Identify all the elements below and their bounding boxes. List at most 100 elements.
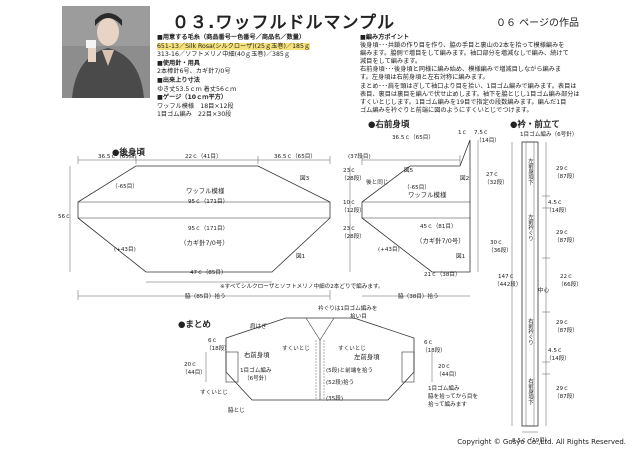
rf-h2-rows: （12段） [341,208,365,214]
points-line: すくいとじします。1目ゴム編みを19目で指定の段数編みます。編んだ1目 [360,98,567,106]
points-line: 編みます。脇側で増目をして編みます。袖口部分を増減なしで編み、続けて [360,50,569,58]
back-dec-left: （-65目） [112,184,138,190]
rf-shoulder: 後と同じ [366,180,389,186]
rf-cast-on: 脇（38目）拾う [398,294,439,300]
yarn-line-1: 651-13／Silk Rosa(シルクローザ)(25ｇ玉巻)／185ｇ [157,42,311,50]
size-heading: ■出来上り寸法 [157,76,200,84]
band-label-3: 右前衿ぐり [527,318,533,345]
back-title: ●後身頃 [112,148,145,158]
summary-left-front: 左前身頃 [354,353,380,361]
rf-side-rows: （36段） [488,248,512,254]
rf-decrease: （-65目） [404,185,430,191]
rf-dim-top: 36.5ｃ（65目） [392,135,434,141]
points-line: 表目、裏目は裏目を編んで伏せ止めします。袖下を脇とじし1目ゴム編み部分は [360,90,580,98]
needle-line: 2本棒針6号、カギ針7/0号 [157,68,231,76]
gauge-line-2: 1目ゴム編み 22目×30段 [157,111,232,119]
summary-rib-1-needle: （6号針） [244,376,270,382]
summary-pick-2: (35段) [326,396,344,402]
rf-h1-rows: （28段） [341,176,365,182]
summary-sleeve-right-rows: （18段） [422,348,446,354]
right-front-title: ●右前身頃 [368,120,410,130]
back-needle: （カギ針7/0号） [180,239,229,247]
summary-title: ●まとめ [178,320,211,330]
rf-fig2: 図2 [460,176,470,182]
back-dim-bottom: 47ｃ（85目） [190,270,227,276]
needle-heading: ■使用針・用具 [157,59,200,67]
band-center: 中心 [538,288,550,294]
band-a4-rows: （87段） [554,394,578,400]
gauge-line-1: ワッフル模様 18目×12段 [157,102,234,110]
rf-fig1: 図1 [456,254,466,260]
rf-h2: 10ｃ [343,200,356,206]
rf-r1-rows: （32段） [484,180,508,186]
points-heading: ■編み方ポイント [360,34,410,41]
band-b1-rows: （14段） [546,208,570,214]
band-title: ●衿・前立て [510,120,560,130]
back-pattern-label: ワッフル模様 [186,187,225,195]
rf-increase: (+43目) [378,247,400,253]
summary-collar: 衿ぐりは1目ゴム編みを [318,306,378,312]
summary-right-front: 右前身頃 [244,351,270,359]
summary-seam-1: すくいとじ [282,346,310,352]
summary-rib-1: 1目ゴム編み [240,368,272,374]
rf-pattern: ワッフル模様 [408,191,447,199]
points-line: す。左身頃は右前身頃と左右対称に編みます。 [360,74,489,82]
summary-h20-rows: （44目） [182,370,206,376]
page-reference: ０６ ページの作品 [496,18,579,29]
right-front-outline [361,139,471,273]
back-width-1: 95ｃ（171目） [188,199,229,205]
back-fig1: 図1 [296,254,306,260]
band-c1: 22ｃ [560,274,573,280]
copyright: Copyright © Gosyo Co.,Ltd. All Rights Re… [457,438,626,446]
points-line: 後身頃･･･共鎖の作り目を作り、脇の手目と裏山の2本を拾って模様編みを [360,42,565,50]
band-a3: 29ｃ [556,320,569,326]
back-fig3: 図3 [300,176,310,182]
yarn-line-2: 313-16／ソフトメリノ中細(40ｇ玉巻)／385ｇ [157,51,291,59]
summary-h20: 20ｃ [184,362,197,368]
rf-dim-small-3: （14目） [476,138,500,144]
summary-side-seam: 脇とじ [228,408,245,414]
back-dim-top-mid: 22ｃ（41目） [185,154,222,160]
band-a3-rows: （87段） [554,328,578,334]
band-label-4: 右前身頃下 [527,378,533,405]
band-a1-rows: （87段） [554,174,578,180]
model-photo-illustration [62,6,150,98]
band-label-2: 左前衿ぐり [527,214,533,241]
summary-rib-2-b: 脇を拾ってから目を [428,394,479,400]
summary-seam-3: すくいとじ [200,390,228,396]
summary-h20r-rows: （44目） [436,372,460,378]
band-a4: 29ｃ [556,386,569,392]
band-a1: 29ｃ [556,166,569,172]
rf-bottom: 21ｃ（38目） [424,272,461,278]
rf-fig5: 図5 [404,168,414,174]
rf-dim-small-1: 1ｃ [458,130,468,136]
band-b2: 4.5ｃ [548,348,563,354]
band-c1-rows: （66段） [558,282,582,288]
rf-h3: 23ｃ [343,226,356,232]
band-total-rows: （442段） [494,282,522,288]
rf-dim-small-2: 7.5ｃ [474,130,489,136]
yarn-heading: ■用意する毛糸（商品番号ー色番号／商品名／数量） [157,34,306,41]
summary-seam-2: すくいとじ [338,346,366,352]
back-increase: (+43目) [114,247,136,253]
summary-sleeve-right: 6ｃ [424,340,434,346]
band-label-1: 左前身頃下 [527,158,533,185]
yarn-note: ※すべてシルクローザとソフトメリノ中細の2本どりで編みます。 [220,284,384,290]
summary-sleeve-left: 6ｃ [208,338,218,344]
summary-pick-3: (5段)と前端を拾う [326,368,374,374]
knitting-points: ■編み方ポイント 後身頃･･･共鎖の作り目を作り、脇の手目と裏山の2本を拾って模… [360,34,628,115]
points-line: 右前身頃･･･後身頃と同様に編み始め、模様編みで増減目しながら編みま [360,66,562,74]
band-total: 147ｃ [498,274,515,280]
summary-rib-2: 1目ゴム編み [428,386,460,392]
back-width-2: 95ｃ（171目） [188,226,229,232]
band-b2-rows: （14段） [546,356,570,362]
rf-h3-rows: （28段） [341,234,365,240]
back-dim-top-left: 36.5ｃ（65目） [98,154,140,160]
rf-width: 45ｃ（81目） [420,224,457,230]
band-needle: 1目ゴム編み（6号針） [520,132,578,138]
points-line: 減目をして編みます。 [360,58,422,66]
gauge-heading: ■ゲージ（10ｃｍ平方） [157,94,228,102]
summary-pick: (52段)拾う [326,380,355,386]
back-dim-height: 56ｃ [58,214,71,220]
